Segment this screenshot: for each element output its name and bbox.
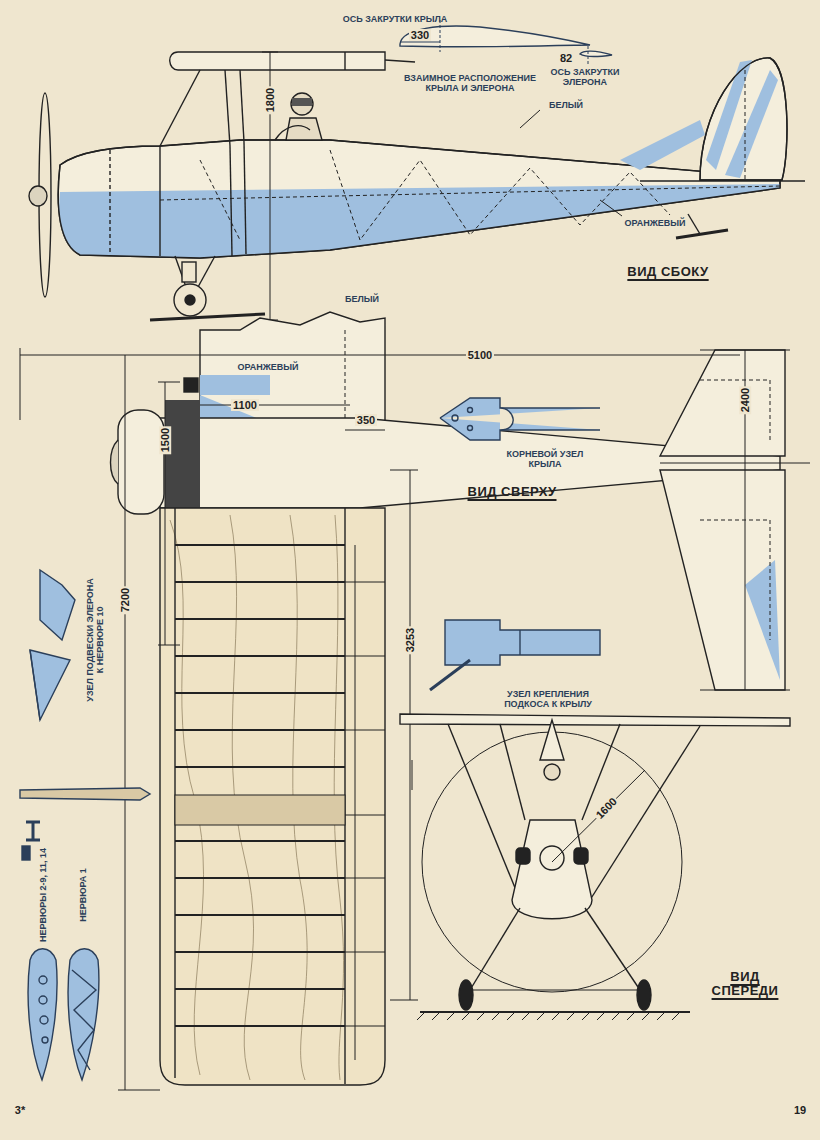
dimension: 2400 (739, 386, 751, 414)
page-number: 19 (794, 1104, 806, 1116)
dimension: 7200 (119, 586, 131, 614)
axis-label: ОСЬ ЗАКРУТКИ ЭЛЕРОНА (545, 68, 625, 88)
view-title: ВИД СПЕРЕДИ (700, 970, 790, 999)
dimension: 330 (409, 29, 431, 41)
part-label: НЕРВЮРА 1 (79, 868, 89, 922)
part-label: НЕРВЮРЫ 2-9, 11, 14 (39, 848, 49, 942)
axis-label: ОСЬ ЗАКРУТКИ КРЫЛА (343, 15, 448, 25)
dimension: 1800 (264, 86, 276, 114)
dimension: 350 (355, 414, 377, 426)
color-label: БЕЛЫЙ (345, 295, 379, 305)
color-label: ОРАНЖЕВЫЙ (237, 363, 298, 373)
color-label: ОРАНЖЕВЫЙ (624, 219, 685, 229)
page-mark: 3* (15, 1104, 25, 1116)
view-title: ВИД СВЕРХУ (468, 485, 557, 499)
dimension: 5100 (466, 349, 494, 361)
callout-title: ВЗАИМНОЕ РАСПОЛОЖЕНИЕ КРЫЛА И ЭЛЕРОНА (390, 74, 550, 94)
dimension: 1600 (592, 794, 621, 823)
dimension: 1100 (231, 399, 259, 411)
dimension: 82 (558, 52, 574, 64)
color-label: БЕЛЫЙ (549, 101, 583, 111)
part-label: КОРНЕВОЙ УЗЕЛ КРЫЛА (505, 450, 585, 470)
part-label: УЗЕЛ ПОДВЕСКИ ЭЛЕРОНА К НЕРВЮРЕ 10 (86, 575, 106, 705)
dimension: 1500 (159, 426, 171, 454)
dimension: 3253 (404, 626, 416, 654)
part-label: УЗЕЛ КРЕПЛЕНИЯ ПОДКОСА К КРЫЛУ (498, 690, 598, 710)
view-title: ВИД СБОКУ (627, 265, 708, 279)
